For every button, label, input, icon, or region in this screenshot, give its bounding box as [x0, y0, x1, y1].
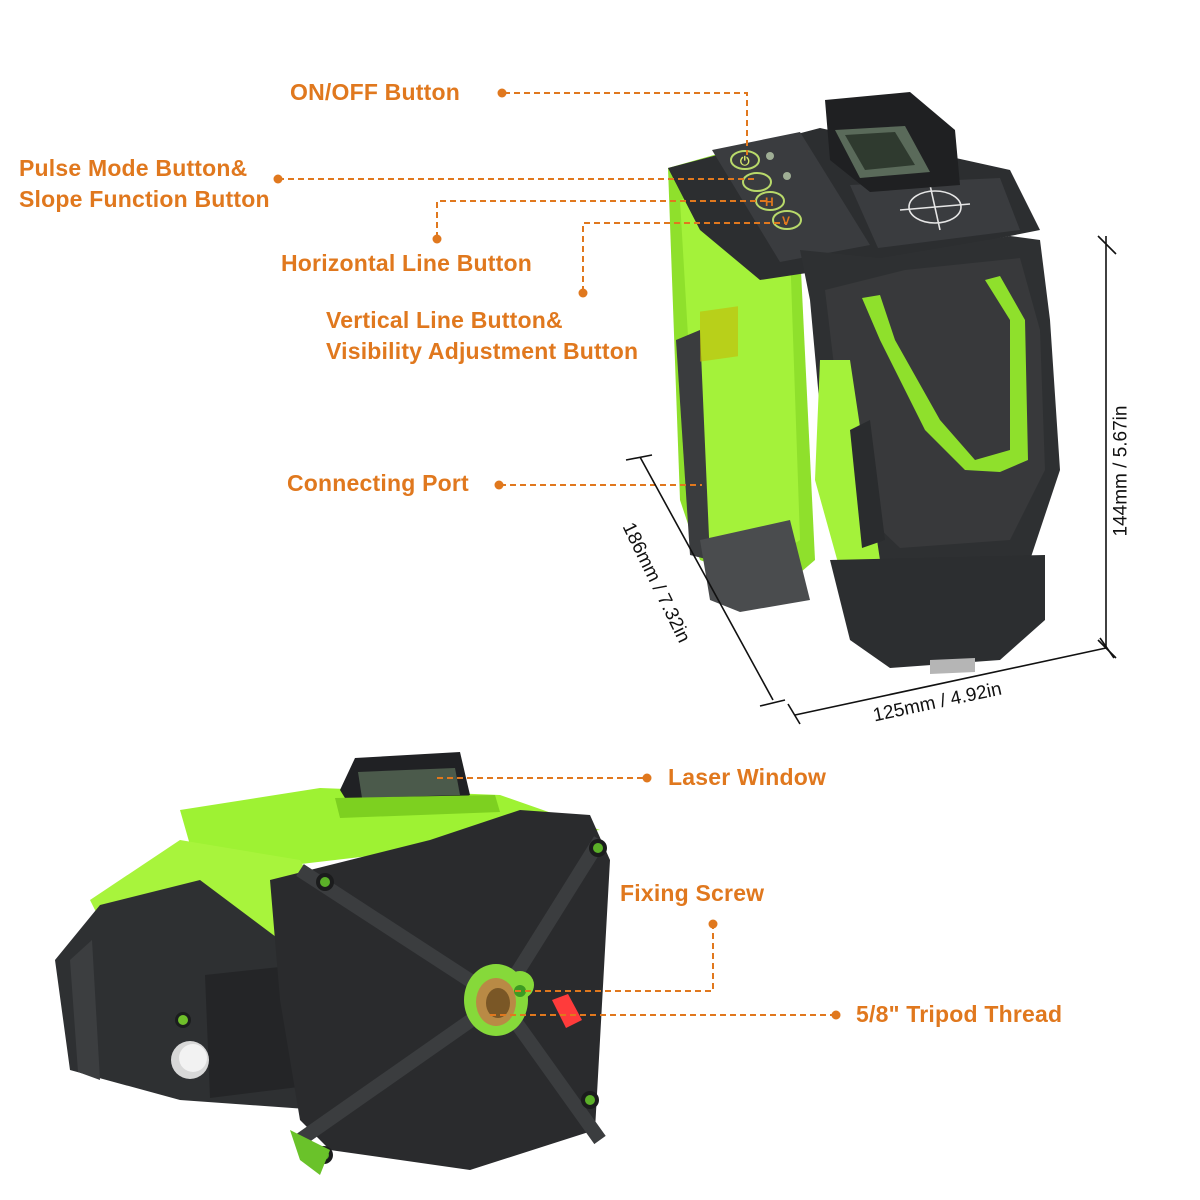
crosshair-symbol: [899, 184, 971, 231]
keypad: [730, 150, 802, 230]
dimension-lines: [625, 235, 1117, 725]
callout-text-line1: Vertical Line Button&: [326, 307, 563, 333]
vertical-button-icon: [772, 210, 802, 230]
leader-lines-top: [278, 92, 787, 486]
callout-tripod-thread: 5/8" Tripod Thread: [856, 999, 1062, 1030]
callout-text: Laser Window: [668, 764, 827, 790]
svg-text:V: V: [782, 214, 790, 228]
laser-level-bottom-view: [55, 752, 610, 1175]
callout-text: Fixing Screw: [620, 880, 765, 906]
callout-pulse-slope-button: Pulse Mode Button& Slope Function Button: [19, 153, 270, 215]
dimension-height: 144mm / 5.67in: [1110, 405, 1132, 537]
tripod-thread-insert: [464, 964, 534, 1036]
callout-text: Connecting Port: [287, 470, 469, 496]
leader-lines-bottom: [437, 777, 834, 1016]
callout-text-line2: Slope Function Button: [19, 186, 270, 212]
power-button-icon: [730, 150, 760, 170]
slope-button-icon: [742, 172, 772, 192]
callout-text: 5/8" Tripod Thread: [856, 1001, 1063, 1027]
callout-fixing-screw: Fixing Screw: [620, 878, 764, 909]
leader-dots-top: [273, 88, 588, 490]
leader-dots-bottom: [642, 773, 841, 1020]
callout-text-line2: Visibility Adjustment Button: [326, 338, 639, 364]
laser-level-top-view: ⏻ H V: [668, 92, 1060, 674]
callout-on-off-button: ON/OFF Button: [290, 77, 460, 108]
callout-text: ON/OFF Button: [290, 79, 460, 105]
callout-horizontal-line-button: Horizontal Line Button: [281, 248, 532, 279]
callout-laser-window: Laser Window: [668, 762, 826, 793]
callout-text-line1: Pulse Mode Button&: [19, 155, 248, 181]
callout-vertical-visibility-button: Vertical Line Button& Visibility Adjustm…: [326, 305, 638, 367]
callout-connecting-port: Connecting Port: [287, 468, 469, 499]
svg-text:H: H: [765, 195, 774, 209]
callout-text: Horizontal Line Button: [281, 250, 532, 276]
svg-text:⏻: ⏻: [740, 154, 750, 168]
